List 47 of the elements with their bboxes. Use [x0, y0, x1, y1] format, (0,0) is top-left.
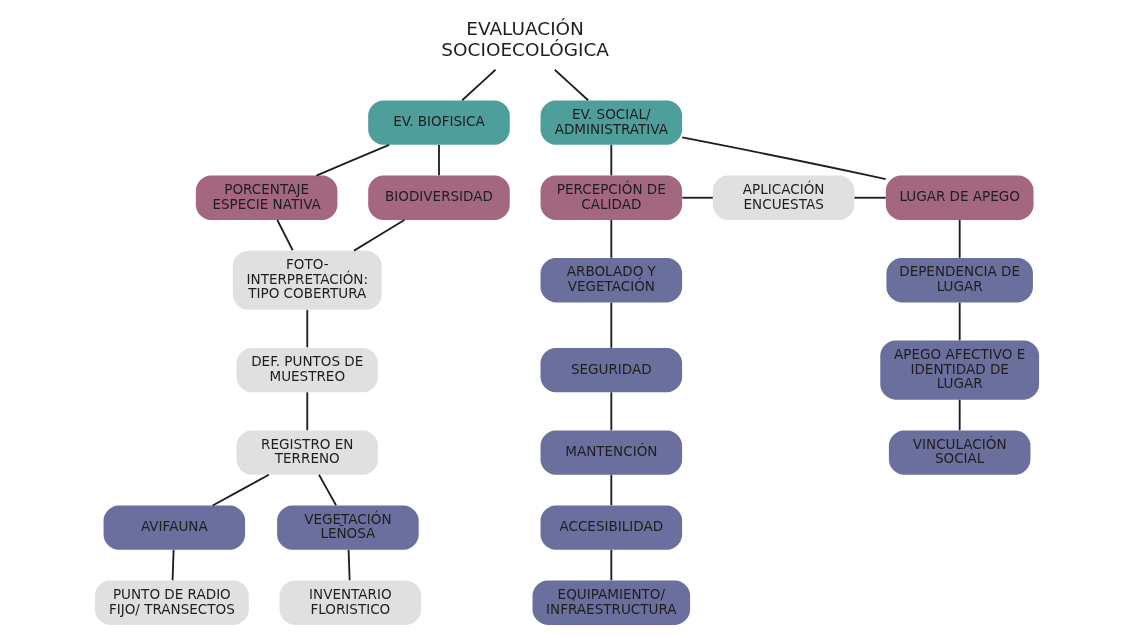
connector — [681, 196, 714, 199]
connector — [347, 548, 351, 582]
node-box: AVIFAUNA — [103, 505, 246, 550]
node-box: EQUIPAMIENTO/ INFRAESTRUCTURA — [532, 580, 691, 625]
connector — [958, 301, 961, 342]
connector — [276, 219, 294, 252]
connector — [306, 309, 309, 349]
connector — [610, 391, 613, 432]
node-box: EV. BIOFISICA — [368, 100, 510, 145]
node-box: PUNTO DE RADIO FIJO/ TRANSECTOS — [94, 580, 249, 625]
connector — [438, 143, 440, 177]
node-box: BIODIVERSIDAD — [368, 175, 510, 220]
connector — [315, 143, 391, 177]
node-box: DEPENDENCIA DE LUGAR — [886, 258, 1033, 303]
node-box: ACCESIBILIDAD — [540, 505, 683, 550]
connector — [171, 548, 175, 582]
node-box: PERCEPCIÓN DE CALIDAD — [540, 175, 683, 220]
connector — [461, 68, 497, 102]
node-box: MANTENCIÓN — [540, 430, 683, 475]
node-box: FOTO- INTERPRETACIÓN: TIPO COBERTURA — [232, 250, 382, 310]
connector — [610, 548, 613, 582]
connector — [610, 219, 613, 259]
node-box: APEGO AFECTIVO E IDENTIDAD DE LUGAR — [880, 340, 1040, 400]
node-box: PORCENTAJE ESPECIE NATIVA — [195, 175, 338, 220]
connector — [853, 196, 887, 199]
connector — [610, 301, 613, 349]
node-text: EVALUACIÓN SOCIOECOLÓGICA — [441, 18, 609, 61]
connector — [958, 219, 961, 259]
connector — [958, 398, 961, 432]
connector — [553, 68, 590, 102]
connector — [318, 473, 337, 507]
connector — [681, 136, 887, 180]
node-box: VINCULACIÓN SOCIAL — [888, 430, 1031, 475]
node-box: LUGAR DE APEGO — [885, 175, 1034, 220]
connector — [211, 473, 270, 507]
node-box: EV. SOCIAL/ ADMINISTRATIVA — [540, 100, 683, 145]
connector — [610, 473, 613, 507]
connector — [306, 391, 309, 432]
node-box: APLICACIÓN ENCUESTAS — [712, 175, 855, 220]
connector — [610, 143, 613, 177]
node-box: VEGETACIÓN LEÑOSA — [277, 505, 419, 550]
connector — [353, 219, 406, 252]
node-box: SEGURIDAD — [540, 347, 683, 393]
node-box: DEF. PUNTOS DE MUESTREO — [236, 347, 379, 393]
node-box: ARBOLADO Y VEGETACIÓN — [540, 258, 683, 303]
node-box: INVENTARIO FLORISTICO — [279, 580, 422, 625]
node-box: REGISTRO EN TERRENO — [236, 430, 379, 475]
